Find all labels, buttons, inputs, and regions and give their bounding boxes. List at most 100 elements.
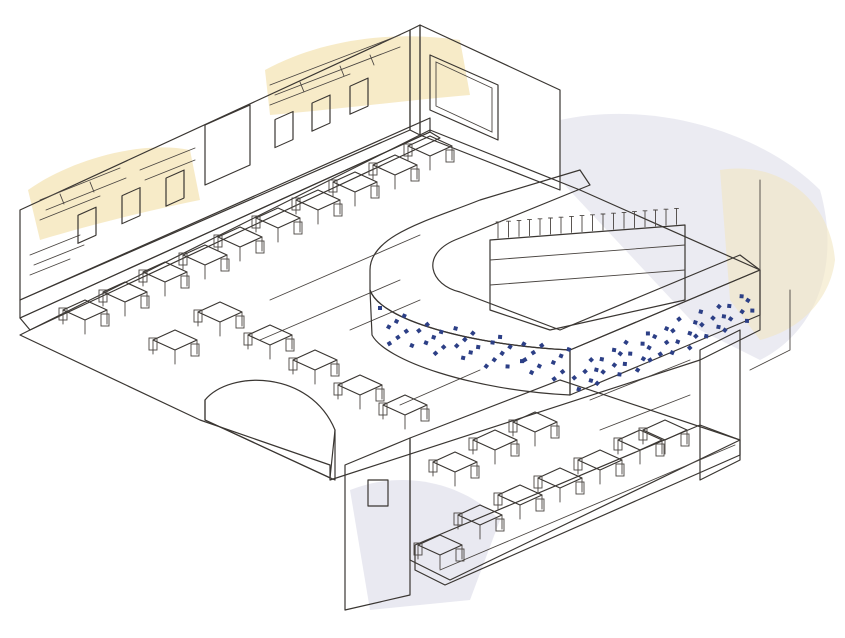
- right-partition-wall: [699, 329, 741, 481]
- bar-tile: [576, 386, 582, 392]
- bar-tile: [692, 319, 698, 325]
- bar-tile: [646, 344, 652, 351]
- dining-table-icon: [182, 244, 228, 280]
- bar-tile: [423, 340, 429, 346]
- dining-table-icon: [292, 349, 338, 385]
- bar-tile: [424, 321, 431, 328]
- bar-tile: [670, 327, 676, 334]
- bar-tile: [699, 321, 705, 328]
- chair-icon: [638, 427, 648, 441]
- bar-tile: [640, 356, 647, 362]
- chair-icon: [180, 275, 190, 289]
- bar-tile: [703, 333, 709, 339]
- chair-icon: [533, 475, 543, 489]
- chair-icon: [550, 425, 560, 439]
- dining-table-icon: [472, 429, 518, 465]
- bar-tile: [536, 363, 543, 369]
- bar-tile: [727, 303, 732, 309]
- wall-frame: [165, 169, 185, 207]
- large-wall-frame-inner: [435, 61, 493, 133]
- chair-icon: [535, 498, 545, 512]
- chair-icon: [100, 313, 110, 327]
- bottle-icon: [548, 217, 553, 235]
- dining-table-icon: [382, 394, 428, 430]
- bar-tile: [593, 367, 599, 373]
- bar-tile: [551, 376, 557, 382]
- bottle-icon: [632, 211, 637, 229]
- bottle-icon: [527, 219, 532, 237]
- bar-tile: [453, 342, 460, 349]
- dining-table-icon: [407, 135, 453, 171]
- dining-table-icon: [537, 467, 583, 503]
- bar-tile: [640, 341, 645, 346]
- bar-tile: [468, 350, 474, 355]
- chair-icon: [413, 542, 423, 556]
- bar-tile: [686, 344, 693, 351]
- bottle-icon: [663, 208, 669, 226]
- chair-icon: [138, 269, 148, 283]
- dining-table-icon: [512, 411, 558, 447]
- chair-icon: [243, 332, 253, 346]
- chair-icon: [428, 459, 438, 473]
- bar-tile: [698, 309, 704, 315]
- bar-tile: [385, 324, 392, 330]
- bottle-icon: [653, 209, 658, 227]
- bar-tile: [386, 340, 393, 347]
- chair-icon: [98, 289, 108, 303]
- chair-icon: [410, 168, 420, 182]
- watercolor-washes: [28, 36, 835, 610]
- bar-tile: [393, 318, 400, 325]
- chair-icon: [453, 512, 463, 526]
- bar-tile: [588, 378, 594, 384]
- dining-table-icon: [432, 451, 478, 487]
- wall-frame: [311, 94, 331, 132]
- front-wall-frame: [367, 479, 389, 507]
- wall-frame: [274, 110, 294, 149]
- wall-frames: [77, 54, 499, 244]
- chair-icon: [140, 295, 150, 309]
- dining-table-icon: [617, 429, 663, 465]
- wall-frame: [349, 77, 369, 115]
- chair-icon: [285, 338, 295, 352]
- front-partition-wall: [344, 437, 411, 611]
- bottle-icon: [600, 213, 606, 231]
- bar-tile: [440, 344, 447, 350]
- chair-icon: [330, 363, 340, 377]
- chair-icon: [58, 307, 68, 321]
- bar-tile: [645, 331, 650, 336]
- chair-icon: [573, 457, 583, 471]
- bar-tile: [675, 339, 681, 345]
- bar-tile: [617, 350, 624, 357]
- chair-icon: [378, 402, 388, 416]
- brick-texture: [29, 34, 401, 276]
- dining-table-icon: [642, 419, 688, 455]
- yellow-wash-right: [720, 168, 835, 340]
- bar-tile: [559, 368, 566, 375]
- chair-icon: [368, 162, 378, 176]
- dining-table-icon: [457, 504, 503, 540]
- chair-icon: [468, 437, 478, 451]
- bar-tile: [628, 351, 633, 356]
- bar-tile: [409, 342, 415, 349]
- chair-icon: [575, 481, 585, 495]
- bar-tile: [558, 353, 564, 359]
- bottle-icon: [516, 219, 522, 237]
- chair-icon: [510, 443, 520, 457]
- bar-tile: [663, 325, 670, 332]
- chair-icon: [655, 443, 665, 457]
- chair-icon: [190, 343, 200, 357]
- chair-icon: [445, 149, 455, 163]
- bar-tile: [378, 306, 382, 310]
- blue-wash-bottom: [350, 480, 500, 610]
- bottle-icon: [611, 212, 616, 230]
- bar-tile: [722, 327, 728, 333]
- chair-icon: [375, 388, 385, 402]
- floor: [19, 129, 761, 481]
- bar-tile: [453, 325, 459, 331]
- chair-icon: [680, 433, 690, 447]
- chair-icon: [420, 408, 430, 422]
- bar-tile: [594, 380, 601, 387]
- bar-tile: [739, 308, 745, 315]
- bar-tile: [647, 357, 653, 363]
